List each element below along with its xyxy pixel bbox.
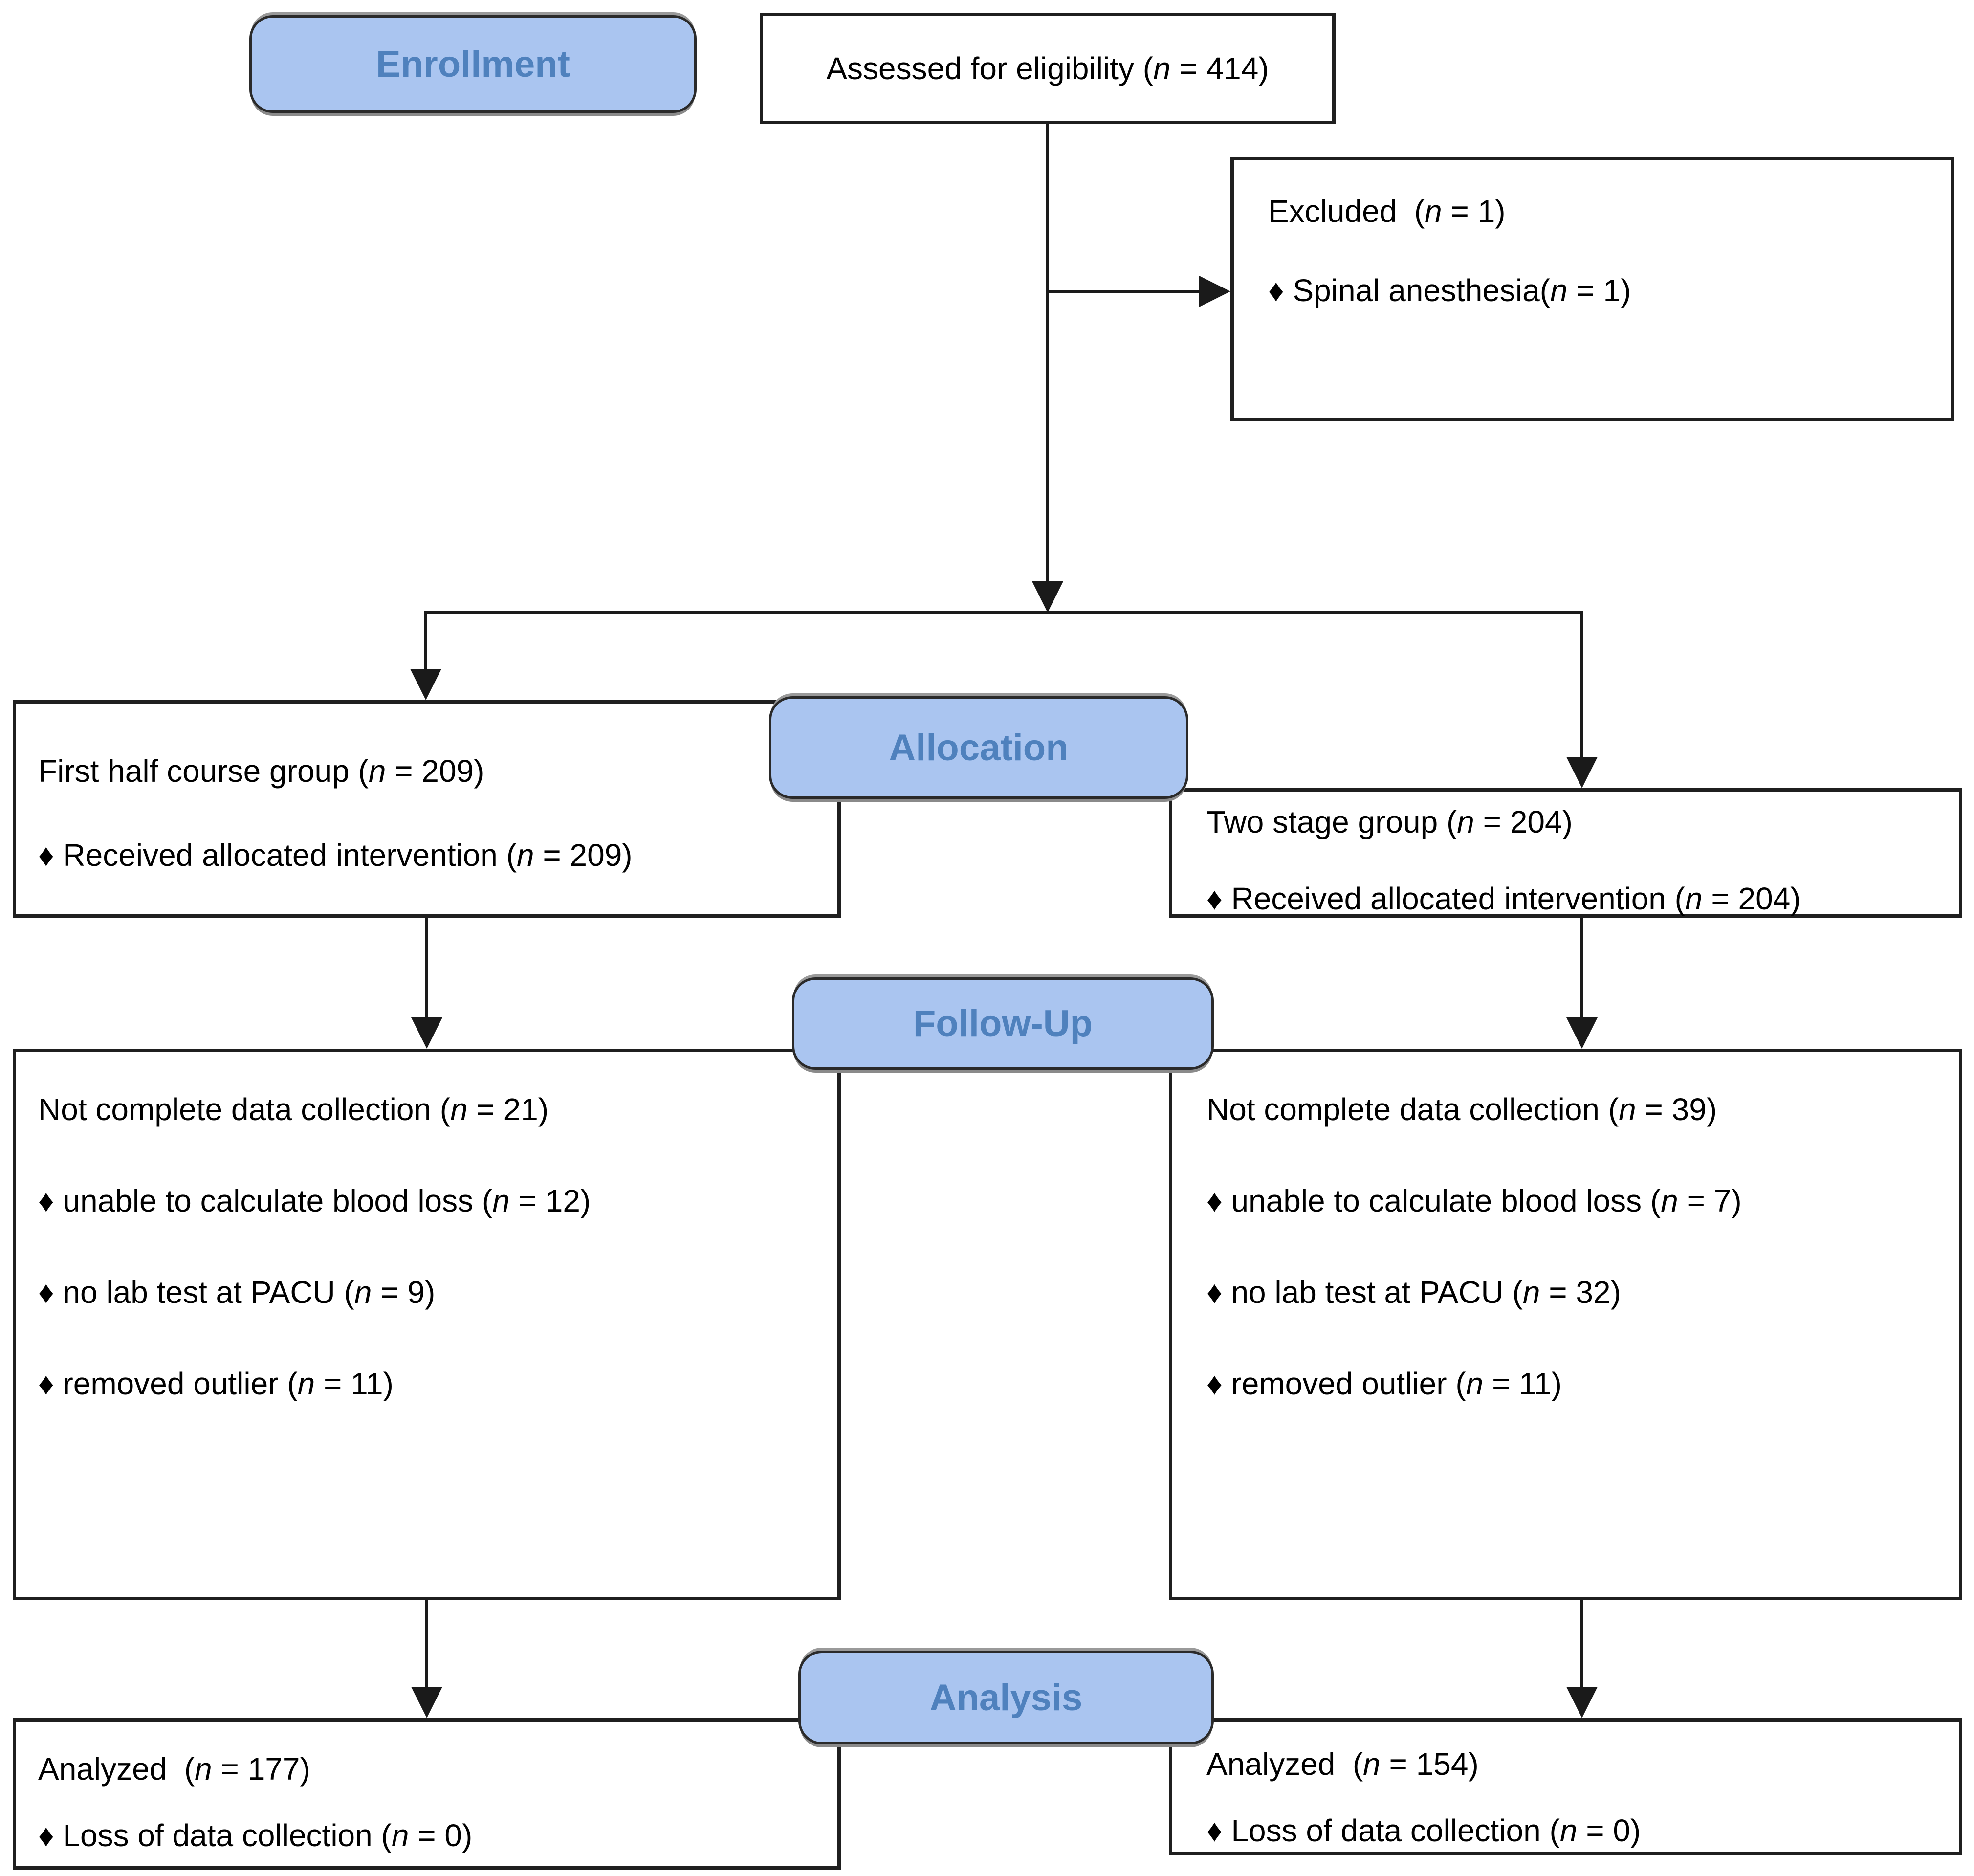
box-analyzed-first-half-course-group: Analyzed (n = 177) ♦ Loss of data collec… xyxy=(13,1718,841,1870)
analysis-left-loss-of-data: ♦ Loss of data collection (n = 0) xyxy=(38,1818,473,1853)
connector-followup-to-analysis-right xyxy=(1580,1600,1583,1689)
arrowhead-down-into-allocation-left xyxy=(410,669,441,700)
allocation-left-title: First half course group (n = 209) xyxy=(38,753,484,789)
arrowhead-down-to-split xyxy=(1032,581,1063,613)
connector-split-to-allocation-left xyxy=(424,611,427,671)
assessed-eligibility-text: Assessed for eligibility (n = 414) xyxy=(826,51,1269,86)
stage-label-followup-text: Follow-Up xyxy=(913,1003,1093,1044)
box-followup-two-stage-group: Not complete data collection (n = 39) ♦ … xyxy=(1169,1049,1962,1600)
arrowhead-down-into-followup-right xyxy=(1566,1017,1598,1049)
followup-right-title: Not complete data collection (n = 39) xyxy=(1206,1092,1717,1127)
stage-label-allocation-text: Allocation xyxy=(889,727,1069,769)
connector-allocation-to-followup-right xyxy=(1580,918,1583,1019)
arrowhead-down-into-allocation-right xyxy=(1566,757,1598,788)
connector-allocation-to-followup-left xyxy=(425,918,428,1019)
connector-assessed-to-split xyxy=(1046,124,1049,583)
followup-left-reason-removed-outlier: ♦ removed outlier (n = 11) xyxy=(38,1366,394,1401)
arrowhead-down-into-analysis-left xyxy=(411,1687,442,1718)
followup-left-title: Not complete data collection (n = 21) xyxy=(38,1092,549,1127)
excluded-reason-spinal-anesthesia: ♦ Spinal anesthesia(n = 1) xyxy=(1268,273,1631,308)
connector-followup-to-analysis-left xyxy=(425,1600,428,1689)
followup-right-reason-blood-loss: ♦ unable to calculate blood loss (n = 7) xyxy=(1206,1183,1742,1218)
stage-label-followup: Follow-Up xyxy=(792,977,1214,1070)
analysis-left-title: Analyzed (n = 177) xyxy=(38,1751,310,1787)
followup-right-reason-no-lab-test: ♦ no lab test at PACU (n = 32) xyxy=(1206,1275,1621,1310)
stage-label-allocation: Allocation xyxy=(769,696,1188,799)
analysis-right-loss-of-data: ♦ Loss of data collection (n = 0) xyxy=(1206,1813,1641,1848)
box-allocation-first-half-course-group: First half course group (n = 209) ♦ Rece… xyxy=(13,700,841,918)
arrowhead-down-into-followup-left xyxy=(411,1017,442,1049)
box-excluded: Excluded (n = 1) ♦ Spinal anesthesia(n =… xyxy=(1230,157,1954,421)
followup-left-reason-blood-loss: ♦ unable to calculate blood loss (n = 12… xyxy=(38,1183,591,1218)
stage-label-analysis-text: Analysis xyxy=(929,1677,1083,1719)
followup-left-reason-no-lab-test: ♦ no lab test at PACU (n = 9) xyxy=(38,1275,436,1310)
excluded-title: Excluded (n = 1) xyxy=(1268,194,1506,229)
stage-label-enrollment-text: Enrollment xyxy=(376,43,570,85)
box-analyzed-two-stage-group: Analyzed (n = 154) ♦ Loss of data collec… xyxy=(1169,1718,1962,1855)
analysis-right-title: Analyzed (n = 154) xyxy=(1206,1746,1479,1782)
allocation-right-title: Two stage group (n = 204) xyxy=(1206,804,1573,839)
box-assessed-eligibility: Assessed for eligibility (n = 414) xyxy=(760,13,1336,124)
stage-label-enrollment: Enrollment xyxy=(249,15,697,113)
allocation-right-received-intervention: ♦ Received allocated intervention (n = 2… xyxy=(1206,881,1801,916)
connector-split-to-allocation-right xyxy=(1580,611,1583,759)
arrowhead-down-into-analysis-right xyxy=(1566,1687,1598,1718)
arrowhead-right-into-excluded xyxy=(1199,276,1230,307)
connector-split-bar xyxy=(425,611,1583,614)
followup-right-reason-removed-outlier: ♦ removed outlier (n = 11) xyxy=(1206,1366,1562,1401)
box-followup-first-half-course-group: Not complete data collection (n = 21) ♦ … xyxy=(13,1049,841,1600)
allocation-left-received-intervention: ♦ Received allocated intervention (n = 2… xyxy=(38,838,633,873)
connector-branch-to-excluded xyxy=(1048,290,1204,293)
box-allocation-two-stage-group: Two stage group (n = 204) ♦ Received all… xyxy=(1169,788,1962,918)
stage-label-analysis: Analysis xyxy=(798,1651,1214,1744)
